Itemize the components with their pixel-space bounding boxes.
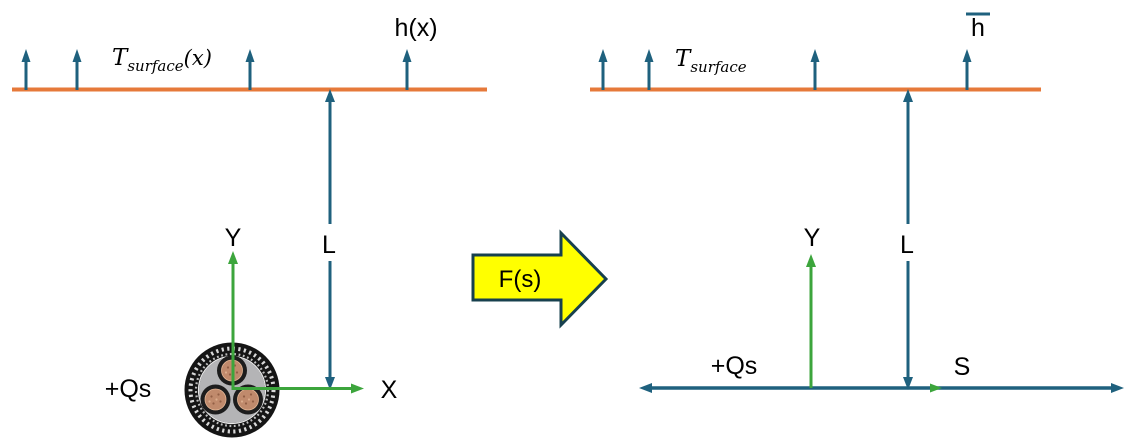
heat-flux-arrow [245, 49, 255, 90]
surface-temperature-label: Tsurface [675, 46, 747, 76]
heat-flux-arrow [402, 49, 412, 90]
heat-source-label: +Qs [711, 352, 758, 380]
cable-core [200, 384, 231, 415]
y-axis-label: Y [225, 224, 242, 252]
transform-label: F(s) [499, 266, 542, 293]
x-axis-arrowhead [930, 383, 942, 393]
depth-dimension-arrow [903, 89, 913, 390]
s-axis-label: S [954, 353, 971, 381]
heat-flux-arrow [21, 49, 31, 90]
y-axis [228, 251, 238, 390]
heat-flux-arrow [810, 49, 820, 90]
heat-flux-arrow [644, 49, 654, 90]
surface-temperature-label: Tsurface(x) [112, 45, 212, 75]
laplace-transform-arrow: F(s) [471, 229, 609, 329]
heat-source-label: +Qs [105, 375, 152, 403]
x-axis-label: X [381, 376, 398, 404]
left-panel: Tsurface(x) h(x) L [12, 14, 487, 438]
convection-coefficient-label: h(x) [394, 14, 437, 42]
h-bar-text: h [971, 14, 985, 42]
heat-flux-arrow [72, 49, 82, 90]
right-panel: Tsurface h L S Y +Qs [590, 12, 1124, 393]
y-axis-label: Y [804, 224, 821, 252]
heat-flux-arrow [598, 49, 608, 90]
depth-dimension-arrow [325, 89, 335, 390]
s-axis [639, 383, 1124, 393]
cable-core [233, 384, 263, 415]
block-arrow-shape [471, 229, 609, 329]
y-axis [806, 254, 816, 388]
heat-flux-arrow [962, 49, 972, 90]
x-axis [233, 383, 364, 394]
mean-convection-coefficient-label: h [966, 12, 990, 42]
depth-label: L [900, 231, 914, 259]
depth-label: L [322, 231, 336, 259]
